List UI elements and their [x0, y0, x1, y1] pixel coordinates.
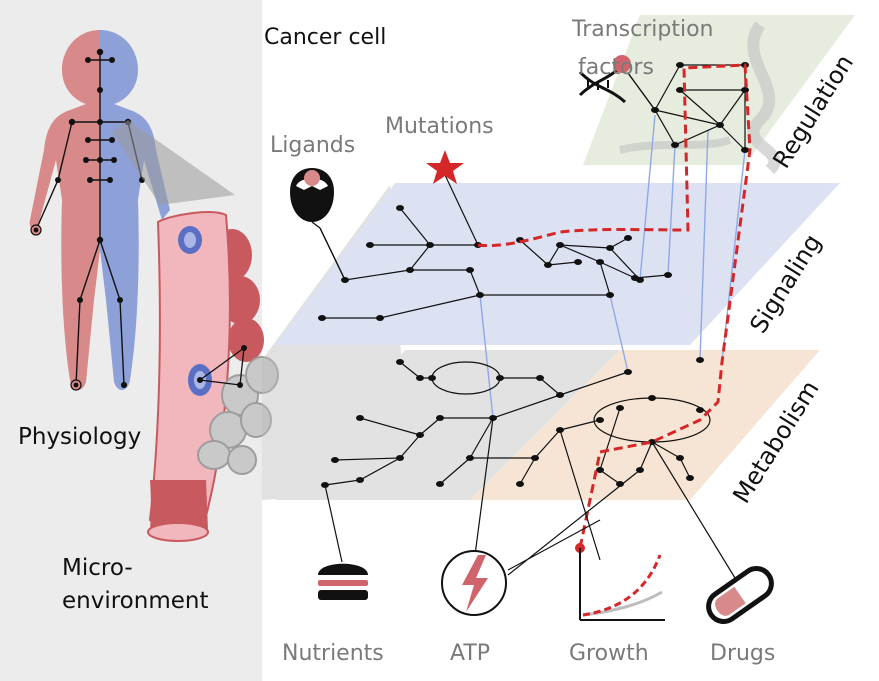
- label-cancer-cell: Cancer cell: [264, 25, 386, 50]
- inter-layer-connectors: [479, 114, 746, 419]
- label-environment: environment: [62, 588, 208, 614]
- bottom-icon-connectors: [324, 417, 736, 579]
- zoom-cone-body: [112, 120, 235, 205]
- signaling-network: [318, 174, 672, 321]
- metabolism-plane-grey: [275, 350, 620, 500]
- metabolism-plane-peach: [470, 350, 820, 500]
- atp-lightning-icon: [441, 550, 507, 616]
- metabolism-network: [321, 357, 711, 488]
- label-growth: Growth: [569, 641, 649, 666]
- label-micro: Micro-: [62, 555, 133, 581]
- blood-vessel-icon: [147, 211, 279, 542]
- growth-curve-icon: [579, 548, 665, 621]
- label-factors: factors: [578, 55, 654, 80]
- label-physiology: Physiology: [18, 424, 141, 450]
- label-nutrients: Nutrients: [282, 641, 384, 666]
- human-body-icon: [29, 30, 170, 391]
- nutrients-icon: [318, 563, 368, 600]
- dna-icon: [578, 55, 656, 111]
- label-transcription: Transcription: [571, 17, 714, 42]
- label-atp: ATP: [450, 641, 490, 666]
- mutation-star-icon: [426, 150, 464, 184]
- ligand-icon: [290, 168, 346, 281]
- drug-capsule-icon: [706, 566, 774, 624]
- label-ligands: Ligands: [270, 133, 355, 158]
- label-mutations: Mutations: [385, 114, 494, 139]
- label-drugs: Drugs: [710, 641, 775, 666]
